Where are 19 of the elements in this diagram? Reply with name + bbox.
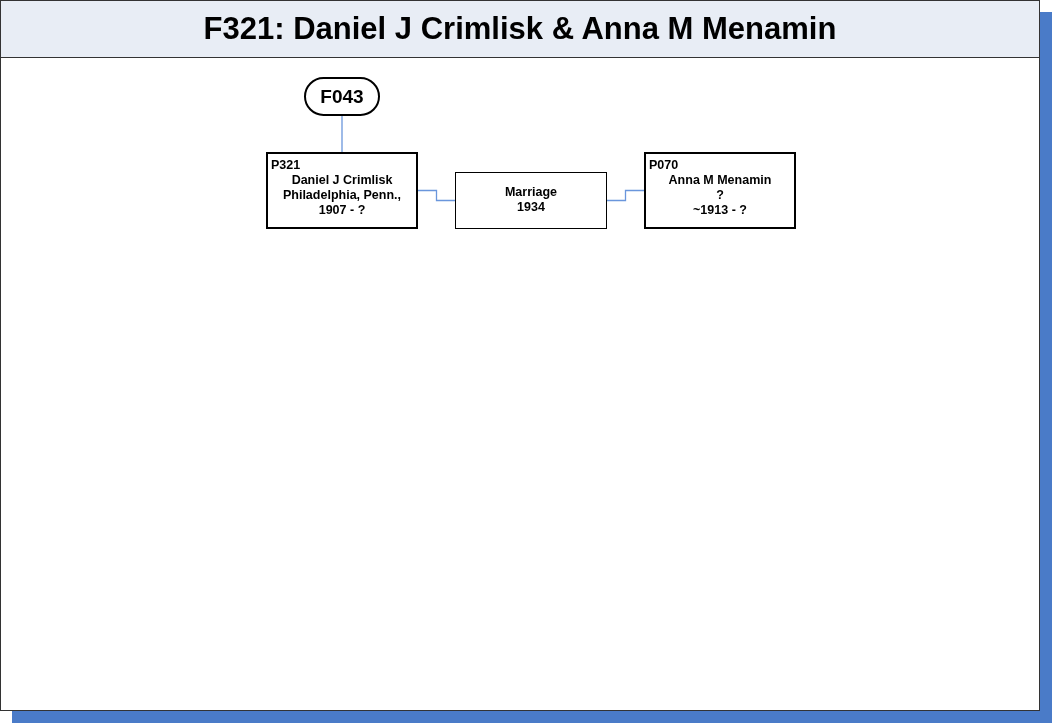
text-line: Marriage — [503, 185, 559, 200]
text-line: ? — [715, 188, 725, 203]
text-line: ~1913 - ? — [692, 203, 748, 218]
connector-line — [606, 189, 645, 202]
family-label — [304, 77, 380, 116]
connector-line — [341, 115, 343, 153]
event-box — [455, 172, 607, 229]
title: F321: Daniel J Crimlisk & Anna M Menamin — [202, 11, 838, 47]
connector-line — [417, 189, 456, 202]
text-line: Daniel J Crimlisk — [290, 173, 394, 188]
text-line: Philadelphia, Penn., — [281, 188, 403, 203]
person-box — [644, 152, 796, 229]
person-id: P070 — [648, 158, 680, 173]
text-line: Anna M Menamin — [667, 173, 773, 188]
person-box — [266, 152, 418, 229]
person-id: P321 — [270, 158, 302, 173]
text-line: F043 — [319, 85, 365, 109]
text-line: 1934 — [516, 200, 546, 215]
text-line: 1907 - ? — [317, 203, 367, 218]
